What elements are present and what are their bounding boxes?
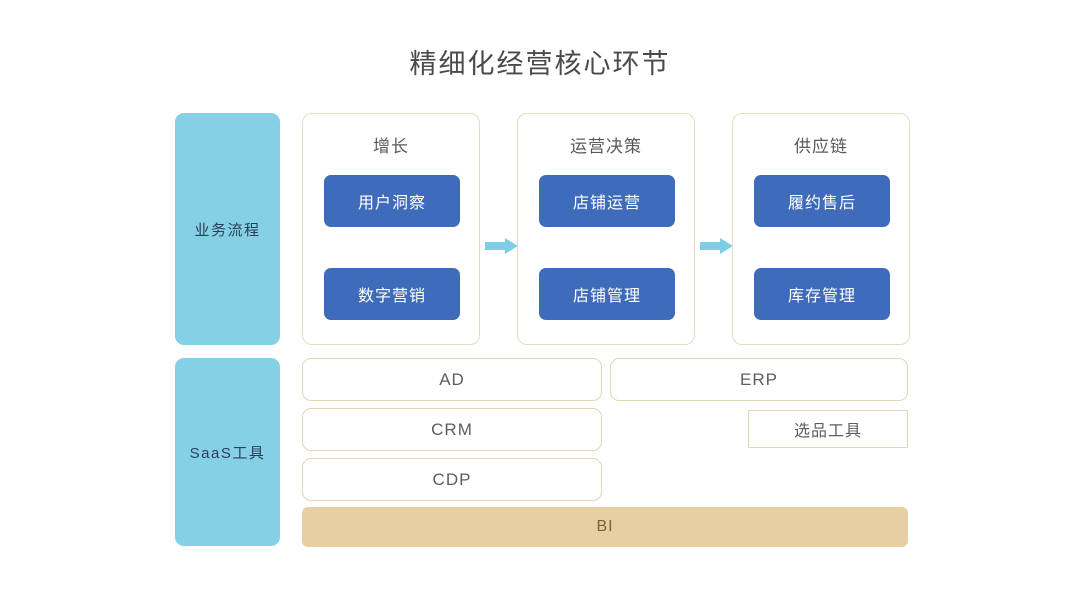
- row-label-business-process: 业务流程: [175, 113, 280, 345]
- row-label-saas-tools: SaaS工具: [175, 358, 280, 546]
- tool-box-bi[interactable]: BI: [302, 507, 908, 547]
- stage-item[interactable]: 库存管理: [754, 268, 890, 320]
- stage-card-supply-chain[interactable]: 供应链 履约售后 库存管理: [732, 113, 910, 345]
- tool-box-crm[interactable]: CRM: [302, 408, 602, 451]
- stage-item[interactable]: 用户洞察: [324, 175, 460, 227]
- arrow-right-icon: [700, 238, 733, 254]
- arrow-head: [720, 238, 733, 254]
- page-title: 精细化经营核心环节: [409, 49, 671, 79]
- tool-box-cdp[interactable]: CDP: [302, 458, 602, 501]
- stage-title: 供应链: [794, 137, 848, 156]
- arrow-shaft: [700, 242, 721, 250]
- stage-item[interactable]: 店铺运营: [539, 175, 675, 227]
- arrow-right-icon: [485, 238, 518, 254]
- arrow-head: [505, 238, 518, 254]
- stage-card-operations-decision[interactable]: 运营决策 店铺运营 店铺管理: [517, 113, 695, 345]
- row-label-business-process-text: 业务流程: [194, 221, 261, 239]
- stage-item[interactable]: 店铺管理: [539, 268, 675, 320]
- tool-box-selection-tool[interactable]: 选品工具: [748, 410, 908, 448]
- stage-title: 增长: [373, 137, 409, 156]
- stage-item[interactable]: 履约售后: [754, 175, 890, 227]
- row-label-saas-tools-text: SaaS工具: [189, 444, 266, 462]
- stage-card-growth[interactable]: 增长 用户洞察 数字营销: [302, 113, 480, 345]
- tool-box-erp[interactable]: ERP: [610, 358, 908, 401]
- tool-box-ad[interactable]: AD: [302, 358, 602, 401]
- stage-title: 运营决策: [570, 137, 642, 156]
- stage-item[interactable]: 数字营销: [324, 268, 460, 320]
- arrow-shaft: [485, 242, 506, 250]
